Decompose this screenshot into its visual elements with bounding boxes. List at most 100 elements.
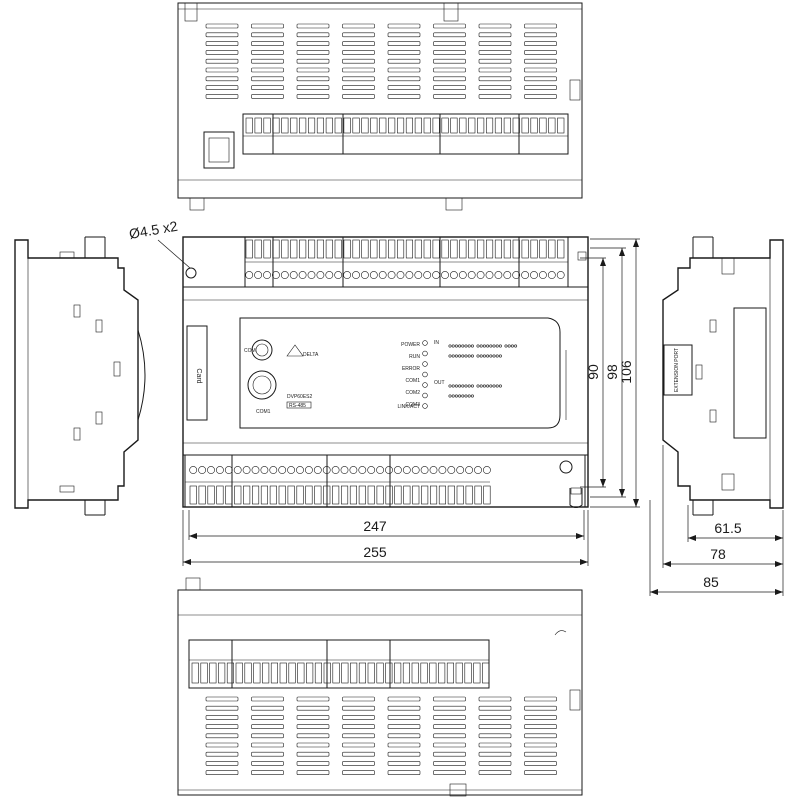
dimension-lines: Ø4.5 x2 247 255 90 98 10 [128, 218, 784, 596]
vent-slot [205, 742, 239, 748]
terminal-screw [557, 117, 565, 134]
terminal-slot [429, 662, 437, 684]
terminal-screw [307, 271, 316, 279]
terminal-screw [467, 271, 476, 279]
terminal-slot [402, 662, 411, 684]
vent-slot [433, 742, 466, 748]
out-label: OUT [434, 380, 445, 386]
terminal-screw [474, 466, 482, 474]
terminal-screw [325, 117, 333, 134]
io-led [510, 344, 514, 348]
io-led [451, 384, 455, 388]
vent-slot [296, 724, 330, 729]
terminal-slot [423, 239, 431, 259]
terminal-slot [412, 485, 420, 505]
terminal-screw [343, 117, 351, 134]
vent-slot [342, 67, 375, 73]
vent-slot [433, 32, 466, 38]
terminal-slot [325, 239, 333, 259]
terminal-screw [269, 466, 278, 474]
vent-slot [524, 58, 557, 64]
terminal-screw [494, 117, 503, 134]
vent-slot [478, 770, 512, 775]
terminal-slot [226, 662, 234, 684]
vent-slot [205, 58, 239, 64]
vent-slot [478, 705, 512, 711]
terminal-slot [343, 239, 351, 259]
terminal-slot [288, 662, 296, 684]
terminal-screw [369, 271, 378, 279]
io-led [476, 354, 480, 358]
terminal-screw [423, 271, 432, 279]
io-led [479, 344, 483, 348]
mounting-hole-bottom [559, 460, 573, 474]
io-led [470, 384, 474, 388]
left-side-view [14, 236, 146, 516]
vent-slot [342, 770, 375, 775]
terminal-screw [521, 117, 529, 134]
terminal-screw [378, 271, 387, 279]
io-led [470, 354, 474, 358]
terminal-screw [280, 271, 289, 279]
vent-slot [251, 76, 284, 82]
front-top-terminal-block [245, 237, 565, 287]
terminal-screw [304, 466, 313, 474]
vent-slot [205, 32, 239, 38]
terminal-screw [468, 117, 476, 134]
vent-slot [296, 41, 330, 46]
vent-slot [433, 23, 466, 29]
vent-slot [296, 761, 330, 766]
terminal-screw [296, 466, 304, 474]
terminal-slot [468, 239, 476, 259]
vent-slot [524, 85, 557, 90]
terminal-slot [370, 239, 378, 259]
terminal-screw [207, 466, 215, 474]
vent-slot [524, 50, 557, 55]
terminal-screw [449, 271, 458, 279]
io-led [467, 394, 471, 398]
front-view: Card COM COM1 DELTA DVP60ES2 RS-485 POWE… [182, 236, 589, 508]
terminal-slot [263, 239, 271, 259]
io-led [514, 344, 518, 348]
terminal-slot [332, 485, 340, 505]
vent-slot [524, 751, 557, 757]
status-led [422, 350, 428, 357]
terminal-screw [441, 271, 449, 279]
terminal-slot [245, 239, 253, 259]
terminal-slot [287, 485, 295, 505]
io-led [454, 384, 458, 388]
terminal-screw [405, 117, 414, 134]
io-led [454, 344, 458, 348]
io-led [458, 344, 462, 348]
io-led [479, 354, 483, 358]
vent-slot [387, 761, 421, 766]
vent-slot [251, 724, 284, 729]
io-led [458, 354, 462, 358]
vent-slot [433, 94, 466, 99]
dim-90: 90 [585, 364, 601, 380]
terminal-screw [245, 117, 253, 134]
io-led [489, 384, 493, 388]
terminal-slot [350, 662, 358, 684]
terminal-slot [376, 662, 384, 684]
status-led-run: RUN [409, 354, 420, 360]
terminal-slot [494, 239, 503, 259]
terminal-slot [297, 662, 305, 684]
terminal-screw [447, 466, 456, 474]
terminal-screw [482, 466, 491, 474]
io-led [454, 354, 458, 358]
terminal-slot [341, 662, 349, 684]
terminal-slot [234, 485, 242, 505]
vent-slot [296, 770, 330, 775]
top-view [177, 2, 583, 211]
terminal-screw [432, 117, 440, 134]
terminal-screw [530, 117, 538, 134]
io-led [470, 394, 474, 398]
terminal-slot [316, 239, 325, 259]
status-led [422, 403, 428, 409]
vent-slot [387, 85, 421, 90]
io-led [451, 394, 455, 398]
right-side-view: EXTENSION PORT [662, 236, 784, 516]
extension-port-cover [663, 344, 693, 396]
